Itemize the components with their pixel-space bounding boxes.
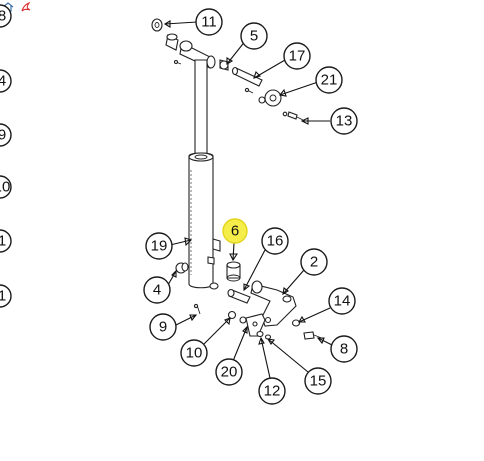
callout-11[interactable]: 11 [195, 8, 223, 36]
callout-2[interactable]: 2 [300, 248, 328, 276]
edge-callout-9[interactable]: 9 [0, 123, 12, 147]
callouts: 11 5 17 21 13 6 16 19 [143, 8, 358, 405]
svg-text:16: 16 [267, 233, 284, 250]
lever-2 [250, 283, 297, 327]
callout-14[interactable]: 14 [328, 287, 356, 315]
svg-text:9: 9 [0, 127, 6, 144]
pdf-icon[interactable] [20, 1, 32, 12]
callout-15[interactable]: 15 [304, 367, 332, 395]
svg-text:5: 5 [250, 28, 258, 45]
edge-callout-1a[interactable]: 1 [0, 229, 12, 253]
svg-text:6: 6 [231, 223, 239, 240]
svg-text:17: 17 [289, 48, 306, 65]
svg-text:12: 12 [264, 383, 281, 400]
leader-lines [163, 20, 335, 379]
svg-text:1: 1 [0, 233, 6, 250]
svg-text:2: 2 [310, 254, 318, 271]
callout-17[interactable]: 17 [283, 42, 311, 70]
edge-callout-4[interactable]: 4 [0, 69, 12, 93]
svg-text:9: 9 [159, 319, 167, 336]
svg-text:11: 11 [201, 14, 217, 31]
callout-12[interactable]: 12 [258, 377, 286, 405]
svg-text:19: 19 [151, 238, 168, 255]
edge-callouts: 8 4 9 10 1 1 [0, 4, 12, 308]
svg-text:4: 4 [0, 73, 6, 90]
svg-text:20: 20 [221, 364, 238, 381]
callout-10[interactable]: 10 [180, 339, 208, 367]
svg-text:4: 4 [153, 282, 161, 299]
callout-19[interactable]: 19 [145, 232, 173, 260]
callout-5[interactable]: 5 [240, 22, 268, 50]
svg-text:10: 10 [0, 179, 10, 196]
svg-text:1: 1 [0, 288, 6, 305]
parts-drawing [151, 18, 325, 340]
svg-text:8: 8 [0, 8, 6, 25]
svg-text:13: 13 [336, 113, 353, 130]
column-lower [188, 152, 214, 289]
callout-8[interactable]: 8 [330, 335, 358, 363]
callout-13[interactable]: 13 [330, 107, 358, 135]
washer-11 [151, 18, 163, 32]
svg-text:8: 8 [340, 341, 348, 358]
callout-21[interactable]: 21 [315, 66, 343, 94]
callout-20[interactable]: 20 [215, 358, 243, 386]
callout-9[interactable]: 9 [149, 313, 177, 341]
washer-21 [264, 89, 282, 107]
edge-callout-1b[interactable]: 1 [0, 284, 12, 308]
svg-text:10: 10 [186, 345, 203, 362]
edge-callout-8[interactable]: 8 [0, 4, 12, 28]
column-upper [194, 59, 208, 157]
callout-6[interactable]: 6 [222, 218, 248, 244]
callout-4[interactable]: 4 [143, 276, 171, 304]
svg-text:15: 15 [310, 373, 327, 390]
svg-text:21: 21 [321, 72, 338, 89]
callout-16[interactable]: 16 [261, 227, 289, 255]
edge-callout-10[interactable]: 10 [0, 175, 12, 199]
svg-text:14: 14 [334, 293, 351, 310]
